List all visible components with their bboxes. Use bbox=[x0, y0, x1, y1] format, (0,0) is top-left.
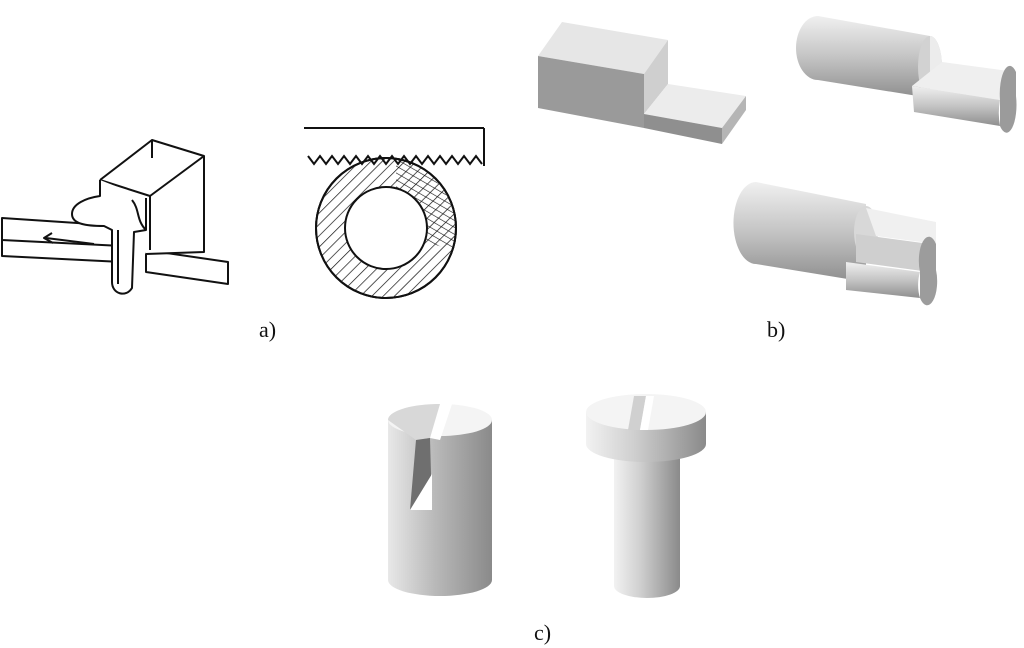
gear-rack-section bbox=[304, 127, 485, 299]
stepped-block bbox=[538, 22, 746, 144]
half-cut-cylinder bbox=[796, 16, 1017, 133]
hook-tool-drawing bbox=[1, 139, 229, 295]
caption-c: c) bbox=[534, 620, 552, 645]
notched-cylinder bbox=[733, 182, 938, 306]
caption-a: a) bbox=[259, 317, 277, 342]
slotted-screw bbox=[586, 394, 706, 598]
caption-b: b) bbox=[767, 317, 786, 342]
split-pin bbox=[387, 404, 492, 596]
